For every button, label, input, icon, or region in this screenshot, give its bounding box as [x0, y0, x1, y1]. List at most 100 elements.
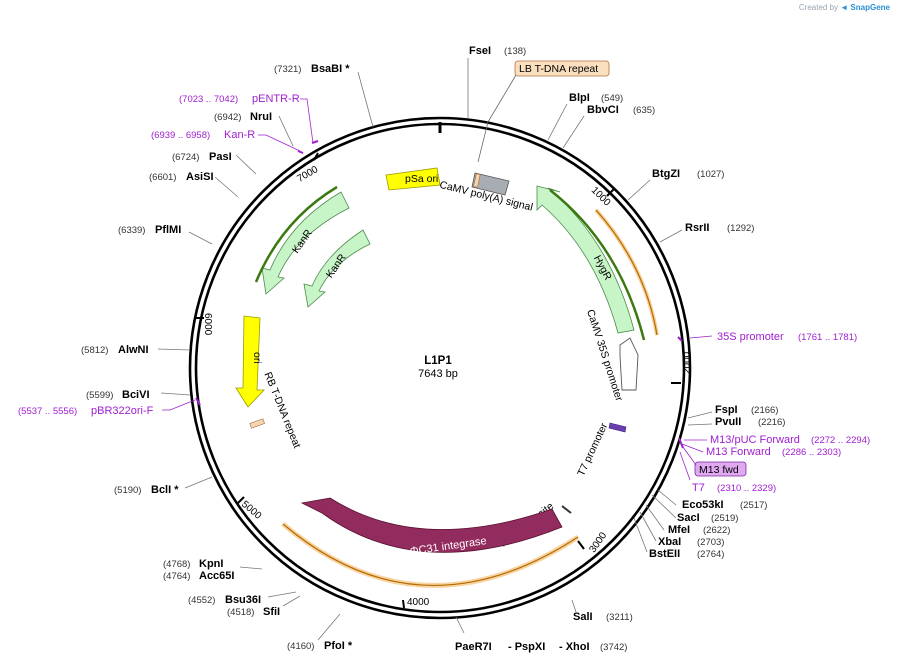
tick-mark-5000 [237, 496, 245, 504]
enzyme-eco53ki-pos: (2517) [740, 500, 767, 511]
primer-pbr322ori-f[interactable]: pBR322ori-F [91, 405, 154, 417]
tick-label-7000: 7000 [295, 164, 320, 185]
enzyme-fsei[interactable]: FseI [469, 45, 491, 57]
enzyme-mfei-pos: (2622) [703, 525, 730, 536]
lb-repeat-callout: LB T-DNA repeat [477, 60, 610, 163]
primer-kan-r-leader [258, 134, 301, 152]
enzyme-bcli-pos: (5190) [114, 485, 141, 496]
lb-repeat-label: LB T-DNA repeat [519, 63, 598, 75]
enzyme-labels: FseI (138) BlpI (549) BbvCI (635) BtgZI … [81, 45, 785, 653]
primer-m13-forward[interactable]: M13 Forward [706, 446, 771, 458]
enzyme-pvuii-pos: (2216) [758, 417, 785, 428]
enzyme-bbvci[interactable]: BbvCI [587, 104, 619, 116]
enzyme-pvuii[interactable]: PvuII [715, 416, 741, 428]
enzyme-alwni[interactable]: AlwNI [118, 344, 149, 356]
t7-promoter-label: T7 promoter [575, 421, 610, 478]
enzyme-acc65i[interactable]: Acc65I [199, 570, 234, 582]
enzyme-sali[interactable]: SalI [573, 611, 593, 623]
enzyme-nrui-pos: (6942) [214, 112, 241, 123]
enzyme-pfoi[interactable]: PfoI * [324, 640, 353, 652]
primer-35s-leader [689, 335, 713, 339]
integrase-feature[interactable] [300, 497, 563, 553]
enzyme-sfii[interactable]: SfiI [263, 606, 280, 618]
primer-t7-leader [679, 451, 691, 481]
enzyme-xbai-pos: (2703) [697, 537, 724, 548]
primer-pentr-r-range: (7023 .. 7042) [179, 94, 238, 105]
tick-mark-4000 [402, 599, 405, 609]
enzyme-pasi-pos: (6724) [172, 152, 199, 163]
enzyme-fsei-pos: (138) [504, 46, 526, 57]
plasmid-name: L1P1 [424, 355, 452, 367]
ori-feature[interactable] [235, 315, 265, 408]
enzyme-bcivi[interactable]: BciVI [122, 389, 150, 401]
ori-label: ori [251, 352, 263, 364]
enzyme-rsrii-pos: (1292) [727, 223, 754, 234]
enzyme-pflmi-pos: (6339) [118, 225, 145, 236]
enzyme-btgzi-pos: (1027) [697, 169, 724, 180]
primer-t7[interactable]: T7 [692, 482, 705, 494]
enzyme-xhoi-pos: (3742) [600, 642, 627, 653]
primer-pbr322ori-f-mark [195, 397, 201, 406]
orange-highlight-bottom-line [282, 523, 579, 587]
m13fwd-box[interactable] [694, 461, 747, 477]
enzyme-nrui[interactable]: NruI [250, 111, 272, 123]
enzyme-paer7i[interactable]: PaeR7I [455, 641, 492, 653]
enzyme-bcli[interactable]: BclI * [151, 484, 179, 496]
enzyme-sali-pos: (3211) [606, 612, 633, 623]
factor-xa-feature[interactable] [561, 505, 572, 514]
enzyme-bsu36i[interactable]: Bsu36I [225, 594, 261, 606]
enzyme-bsu36i-pos: (4552) [188, 595, 215, 606]
enzyme-bsabi[interactable]: BsaBI * [311, 63, 350, 75]
camv35s-promoter-feature[interactable] [619, 337, 639, 391]
rb-repeat-label: RB T-DNA repeat [261, 370, 302, 450]
tick-label-2000: 2000 [682, 351, 693, 374]
primer-pbr322ori-f-leader [162, 399, 196, 411]
enzyme-pflmi[interactable]: PflMI [155, 224, 181, 236]
lb-repeat-box[interactable] [514, 60, 610, 77]
primer-kan-r-mark [297, 150, 304, 154]
plasmid-size: 7643 bp [418, 368, 458, 380]
lb-repeat-feature[interactable] [473, 173, 481, 188]
enzyme-mfei[interactable]: MfeI [668, 524, 690, 536]
primer-m13-puc-forward-range: (2272 .. 2294) [811, 435, 870, 446]
primer-35s-promoter-range: (1761 .. 1781) [798, 332, 857, 343]
enzyme-fspi-pos: (2166) [751, 405, 778, 416]
primer-t7-range: (2310 .. 2329) [717, 483, 776, 494]
psa-ori-feature[interactable] [385, 167, 441, 191]
enzyme-fspi[interactable]: FspI [715, 404, 738, 416]
enzyme-rsrii[interactable]: RsrII [685, 222, 709, 234]
enzyme-kpni[interactable]: KpnI [199, 558, 223, 570]
tick-mark-1000 [606, 188, 615, 197]
enzyme-saci[interactable]: SacI [677, 512, 700, 524]
enzyme-pfoi-pos: (4160) [287, 641, 314, 652]
enzyme-pasi[interactable]: PasI [209, 151, 232, 163]
tick-label-6000: 6000 [202, 313, 213, 336]
hygr-feature[interactable] [536, 185, 635, 334]
enzyme-bsteii[interactable]: BstEII [649, 548, 680, 560]
tick-mark-7000 [313, 152, 319, 161]
kanr-feature-inner[interactable] [303, 229, 371, 308]
enzyme-leaders [157, 58, 713, 641]
kanr-feature-outer[interactable] [261, 191, 350, 295]
primer-kan-r-range: (6939 .. 6958) [151, 130, 210, 141]
primer-pentr-r[interactable]: pENTR-R [252, 93, 300, 105]
primer-35s-promoter[interactable]: 35S promoter [717, 331, 784, 343]
enzyme-eco53ki[interactable]: Eco53kI [682, 499, 724, 511]
hygr-highlight [549, 189, 646, 341]
enzyme-xbai[interactable]: XbaI [658, 536, 681, 548]
primer-35s-mark [677, 336, 683, 342]
primer-kan-r[interactable]: Kan-R [224, 129, 255, 141]
primer-m13-puc-forward[interactable]: M13/pUC Forward [710, 434, 800, 446]
enzyme-pspxi[interactable]: - PspXI [508, 641, 545, 653]
primer-pbr322ori-f-range: (5537 .. 5556) [18, 406, 77, 417]
primer-labels: (7023 .. 7042) pENTR-R (6939 .. 6958) Ka… [18, 93, 870, 494]
enzyme-xhoi[interactable]: - XhoI [559, 641, 590, 653]
m13fwd-callout: M13 fwd [682, 446, 747, 477]
enzyme-btgzi[interactable]: BtgZI [652, 168, 680, 180]
enzyme-asisi[interactable]: AsiSI [186, 171, 214, 183]
camv-polya-feature[interactable] [471, 172, 510, 196]
enzyme-blpi[interactable]: BlpI [569, 92, 590, 104]
primer-m13-forward-range: (2286 .. 2303) [782, 447, 841, 458]
rb-repeat-feature[interactable] [249, 418, 265, 429]
t7-promoter-feature[interactable] [608, 422, 627, 433]
